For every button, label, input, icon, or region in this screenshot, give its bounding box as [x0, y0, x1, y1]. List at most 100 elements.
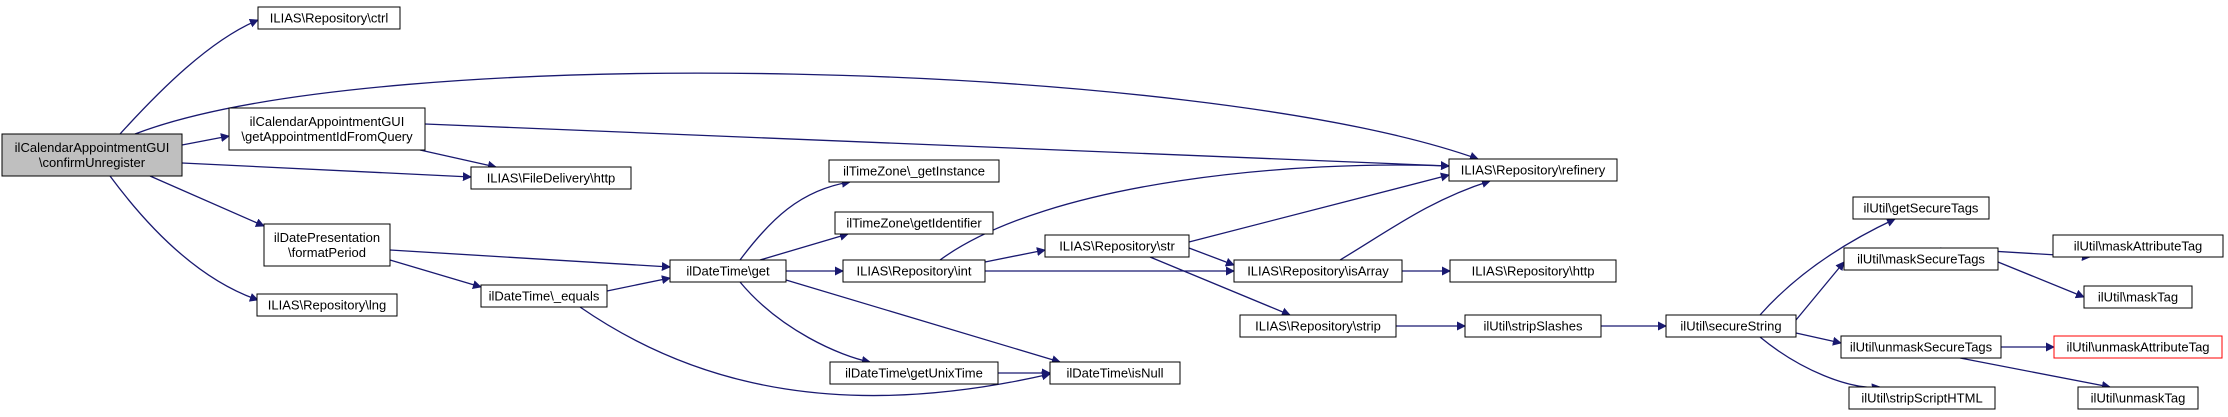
node-label: ilUtil\unmaskSecureTags: [1850, 340, 1993, 355]
edge-dt_get-to-dt_unixtime: [739, 281, 871, 365]
node-file-http[interactable]: ILIAS\FileDelivery\http: [470, 166, 632, 190]
node-label: ilUtil\maskTag: [2098, 290, 2178, 305]
node-label: ilDatePresentation: [274, 230, 380, 245]
node-box: [1239, 314, 1397, 338]
node-dt-get[interactable]: ilDateTime\get: [669, 259, 787, 283]
node-root[interactable]: ilCalendarAppointmentGUI\confirmUnregist…: [1, 133, 183, 177]
edges-layer: [109, 18, 2111, 397]
node-util-stripscripthtml[interactable]: ilUtil\stripScriptHTML: [1848, 386, 1996, 410]
node-box: [828, 159, 1000, 183]
edge-repo_str-to-repo_refinery: [1188, 172, 1450, 243]
node-repo-int[interactable]: ILIAS\Repository\int: [842, 259, 986, 283]
node-repo-http[interactable]: ILIAS\Repository\http: [1449, 259, 1617, 283]
node-box: [1840, 335, 2002, 359]
node-util-masksecuretags[interactable]: ilUtil\maskSecureTags: [1843, 247, 1999, 271]
nodes-layer: ilCalendarAppointmentGUI \confirmUnregist…: [1, 6, 2224, 410]
node-label: ilDateTime\get: [686, 264, 770, 279]
edge-util_masksecuretags-to-util_masktag: [1997, 261, 2085, 299]
node-util-masktag[interactable]: ilUtil\maskTag: [2083, 285, 2193, 309]
node-label: \getAppointmentIdFromQuery: [241, 129, 413, 144]
edge-dt_equals-to-dt_get: [606, 275, 671, 292]
edge-root-to-repo_ctrl: [119, 18, 259, 135]
edge-repo_int-to-repo_refinery: [939, 161, 1450, 261]
node-util-maskattributetag[interactable]: ilUtil\maskAttributeTag: [2052, 234, 2224, 258]
node-util-unmaskattributetag[interactable]: ilUtil\unmaskAttributeTag: [2053, 335, 2223, 359]
node-label: ILIAS\FileDelivery\http: [487, 171, 616, 186]
node-box: [2052, 234, 2224, 258]
node-box: [669, 259, 787, 283]
node-box: [1852, 196, 1990, 220]
node-format-period[interactable]: ilDatePresentation\formatPeriod: [263, 223, 391, 267]
node-label: ILIAS\Repository\isArray: [1247, 264, 1389, 279]
edge-util_securestring-to-util_getsecuretags: [1759, 218, 1896, 316]
node-label: ilDateTime\_equals: [489, 289, 600, 304]
node-label: ilDateTime\getUnixTime: [845, 366, 983, 381]
edge-util_securestring-to-util_unmasksecuretags: [1795, 332, 1842, 346]
node-box: [228, 107, 426, 151]
node-box: [1233, 259, 1403, 283]
node-get-appt[interactable]: ilCalendarAppointmentGUI\getAppointmentI…: [228, 107, 426, 151]
node-label: ILIAS\Repository\ctrl: [270, 11, 389, 26]
node-box: [1665, 314, 1797, 338]
node-label: \formatPeriod: [288, 245, 366, 260]
node-label: ilTimeZone\getIdentifier: [846, 216, 982, 231]
edge-repo_str-to-repo_isarray: [1188, 247, 1235, 267]
node-dt-equals[interactable]: ilDateTime\_equals: [480, 284, 608, 308]
node-box: [1843, 247, 1999, 271]
node-util-stripslashes[interactable]: ilUtil\stripSlashes: [1464, 314, 1602, 338]
node-label: ilUtil\stripSlashes: [1484, 319, 1583, 334]
edge-dt_get-to-tz_getinstance: [739, 178, 851, 261]
node-label: ilUtil\maskSecureTags: [1857, 252, 1985, 267]
node-dt-unixtime[interactable]: ilDateTime\getUnixTime: [829, 361, 999, 385]
node-box: [1, 133, 183, 177]
node-box: [256, 293, 398, 317]
node-box: [1449, 259, 1617, 283]
node-label: ILIAS\Repository\strip: [1255, 319, 1381, 334]
node-box: [1848, 386, 1996, 410]
node-label: ILIAS\Repository\str: [1059, 239, 1175, 254]
edge-get_appt-to-repo_refinery: [424, 123, 1450, 171]
edge-dt_get-to-tz_getidentifier: [759, 231, 849, 261]
edge-repo_isarray-to-repo_refinery: [1339, 179, 1491, 261]
node-box: [1448, 158, 1618, 182]
edge-repo_str-to-repo_strip: [1149, 256, 1291, 317]
edge-root-to-get_appt: [181, 133, 230, 146]
node-util-getsecuretags[interactable]: ilUtil\getSecureTags: [1852, 196, 1990, 220]
node-repo-refinery[interactable]: ILIAS\Repository\refinery: [1448, 158, 1618, 182]
node-label: ILIAS\Repository\int: [857, 264, 972, 279]
node-tz-getinstance[interactable]: ilTimeZone\_getInstance: [828, 159, 1000, 183]
node-label: \confirmUnregister: [39, 155, 146, 170]
node-label: ILIAS\Repository\http: [1472, 264, 1595, 279]
node-box: [2053, 335, 2223, 359]
edge-root-to-repo_lng: [109, 175, 259, 302]
node-util-securestring[interactable]: ilUtil\secureString: [1665, 314, 1797, 338]
node-repo-isarray[interactable]: ILIAS\Repository\isArray: [1233, 259, 1403, 283]
node-label: ilUtil\unmaskTag: [2091, 391, 2186, 406]
node-repo-str[interactable]: ILIAS\Repository\str: [1044, 234, 1190, 258]
node-label: ilTimeZone\_getInstance: [843, 164, 985, 179]
node-repo-lng[interactable]: ILIAS\Repository\lng: [256, 293, 398, 317]
node-repo-strip[interactable]: ILIAS\Repository\strip: [1239, 314, 1397, 338]
edge-repo_int-to-repo_str: [984, 247, 1046, 263]
edge-format_period-to-dt_equals: [389, 259, 482, 290]
edge-root-to-repo_refinery: [134, 72, 1479, 161]
node-box: [1044, 234, 1190, 258]
node-label: ilUtil\stripScriptHTML: [1861, 391, 1982, 406]
node-box: [1049, 361, 1181, 385]
node-box: [834, 211, 994, 235]
node-dt-isnull[interactable]: ilDateTime\isNull: [1049, 361, 1181, 385]
node-label: ilUtil\unmaskAttributeTag: [2066, 340, 2209, 355]
edge-dt_get-to-dt_isnull: [785, 279, 1061, 364]
node-util-unmasksecuretags[interactable]: ilUtil\unmaskSecureTags: [1840, 335, 2002, 359]
node-repo-ctrl[interactable]: ILIAS\Repository\ctrl: [257, 6, 401, 30]
node-box: [480, 284, 608, 308]
node-label: ilCalendarAppointmentGUI: [250, 114, 405, 129]
node-util-unmasktag[interactable]: ilUtil\unmaskTag: [2077, 386, 2199, 410]
node-box: [2077, 386, 2199, 410]
node-box: [1464, 314, 1602, 338]
node-tz-getidentifier[interactable]: ilTimeZone\getIdentifier: [834, 211, 994, 235]
edge-root-to-file_http: [181, 162, 472, 182]
node-label: ILIAS\Repository\lng: [268, 298, 387, 313]
node-label: ilUtil\getSecureTags: [1864, 201, 1979, 216]
